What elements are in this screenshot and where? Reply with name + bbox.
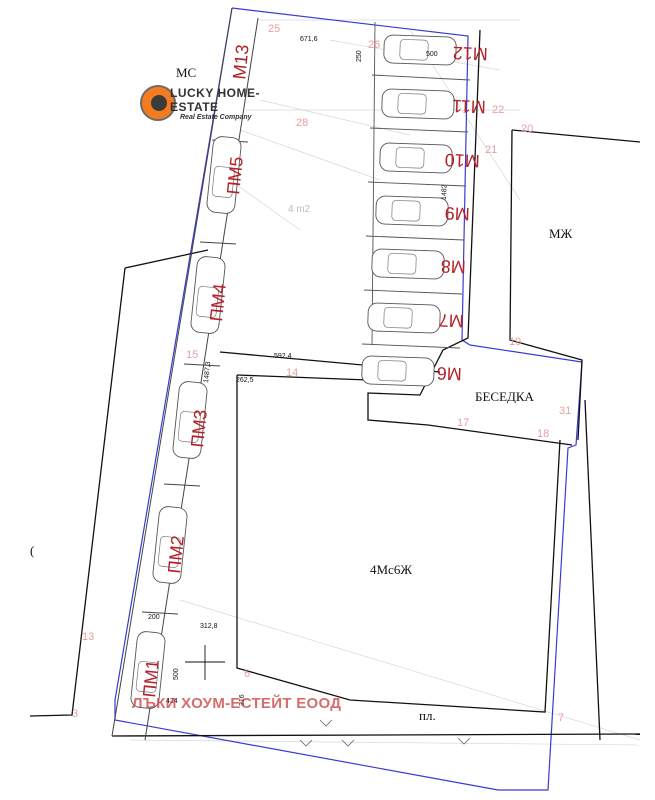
point-number: 21	[485, 144, 497, 156]
point-number: 17	[457, 417, 469, 429]
spot-pm4-label: ПМ4	[206, 283, 230, 323]
point-number: 3	[72, 708, 78, 720]
company-watermark: ЛЪКИ ХОУМ-ЕСТЕЙТ ЕООД	[132, 695, 342, 712]
ground-marks	[299, 719, 471, 747]
car-pm1	[130, 631, 166, 709]
spot-pm5-label: ПМ5	[223, 156, 247, 196]
dimension-label: 671,6	[300, 36, 318, 43]
car-m12	[383, 34, 457, 66]
zone-mzh-label: МЖ	[549, 226, 573, 241]
car-m6	[361, 355, 435, 387]
spot-pm1-label: ПМ1	[139, 659, 163, 699]
spot-pm3-label: ПМ3	[187, 409, 211, 449]
dimension-label: 262,5	[236, 377, 254, 384]
point-number: 15	[186, 349, 198, 361]
spot-m8-label: М8	[440, 256, 466, 277]
spot-m10-label: М10	[444, 150, 480, 171]
logo-title: LUCKY HOME-ESTATE	[170, 86, 260, 114]
spot-m13-label: М13	[229, 44, 253, 81]
spot-m12-label: М12	[452, 43, 488, 64]
dimension-label: 424	[166, 698, 178, 705]
car-pm3	[172, 381, 208, 459]
main-building-label: 4Мс6Ж	[370, 562, 412, 577]
spot-m6-label: М6	[436, 363, 462, 384]
company-logo: LUCKY HOME-ESTATE Real Estate Company	[140, 84, 272, 128]
point-number: 20	[521, 123, 533, 135]
car-pm2	[152, 506, 188, 584]
right-parking-stack	[361, 21, 471, 349]
car-pm5	[206, 136, 242, 214]
dimension-label: 592,4	[274, 353, 292, 360]
point-number: 31	[559, 405, 571, 417]
car-m10	[379, 142, 453, 174]
edge-char: (	[30, 543, 34, 558]
dimension-label: 500	[426, 51, 438, 58]
car-m7	[367, 302, 441, 334]
point-number: 28	[296, 117, 308, 129]
area-label: 4 m2	[288, 204, 311, 215]
dimension-label: 500	[173, 668, 180, 680]
point-number: 14	[286, 367, 298, 379]
point-number: 6	[244, 668, 250, 680]
logo-circle-icon	[140, 85, 176, 121]
car-pm4	[190, 256, 226, 334]
zone-mc-label: МС	[176, 65, 196, 80]
point-number: 26	[368, 39, 380, 51]
pl-label: пл.	[419, 708, 436, 723]
dimension-label: 1487,3	[203, 361, 212, 383]
spot-pm2-label: ПМ2	[164, 535, 188, 575]
site-lines	[29, 29, 641, 741]
point-number: 19	[509, 336, 521, 348]
car-m8	[371, 248, 445, 280]
car-m9	[375, 195, 449, 227]
dimension-label: 200	[148, 614, 160, 621]
dimension-label: 250	[356, 50, 363, 62]
point-number: 25	[268, 23, 280, 35]
spot-m9-label: М9	[444, 203, 470, 224]
car-m11	[381, 88, 455, 120]
point-number: 18	[537, 428, 549, 440]
dimension-label: 1482	[441, 184, 449, 200]
dimension-label: 312,8	[200, 623, 218, 630]
crosshair-marker	[185, 645, 225, 680]
point-number: 7	[558, 712, 564, 724]
logo-subtitle: Real Estate Company	[180, 114, 252, 121]
point-number: 13	[82, 631, 94, 643]
point-number: 22	[492, 104, 504, 116]
gazebo-label: БЕСЕДКА	[475, 389, 535, 404]
spot-m7-label: М7	[438, 310, 464, 331]
spot-m11-label: М11	[452, 96, 486, 117]
dimension-label: 316	[239, 694, 246, 706]
